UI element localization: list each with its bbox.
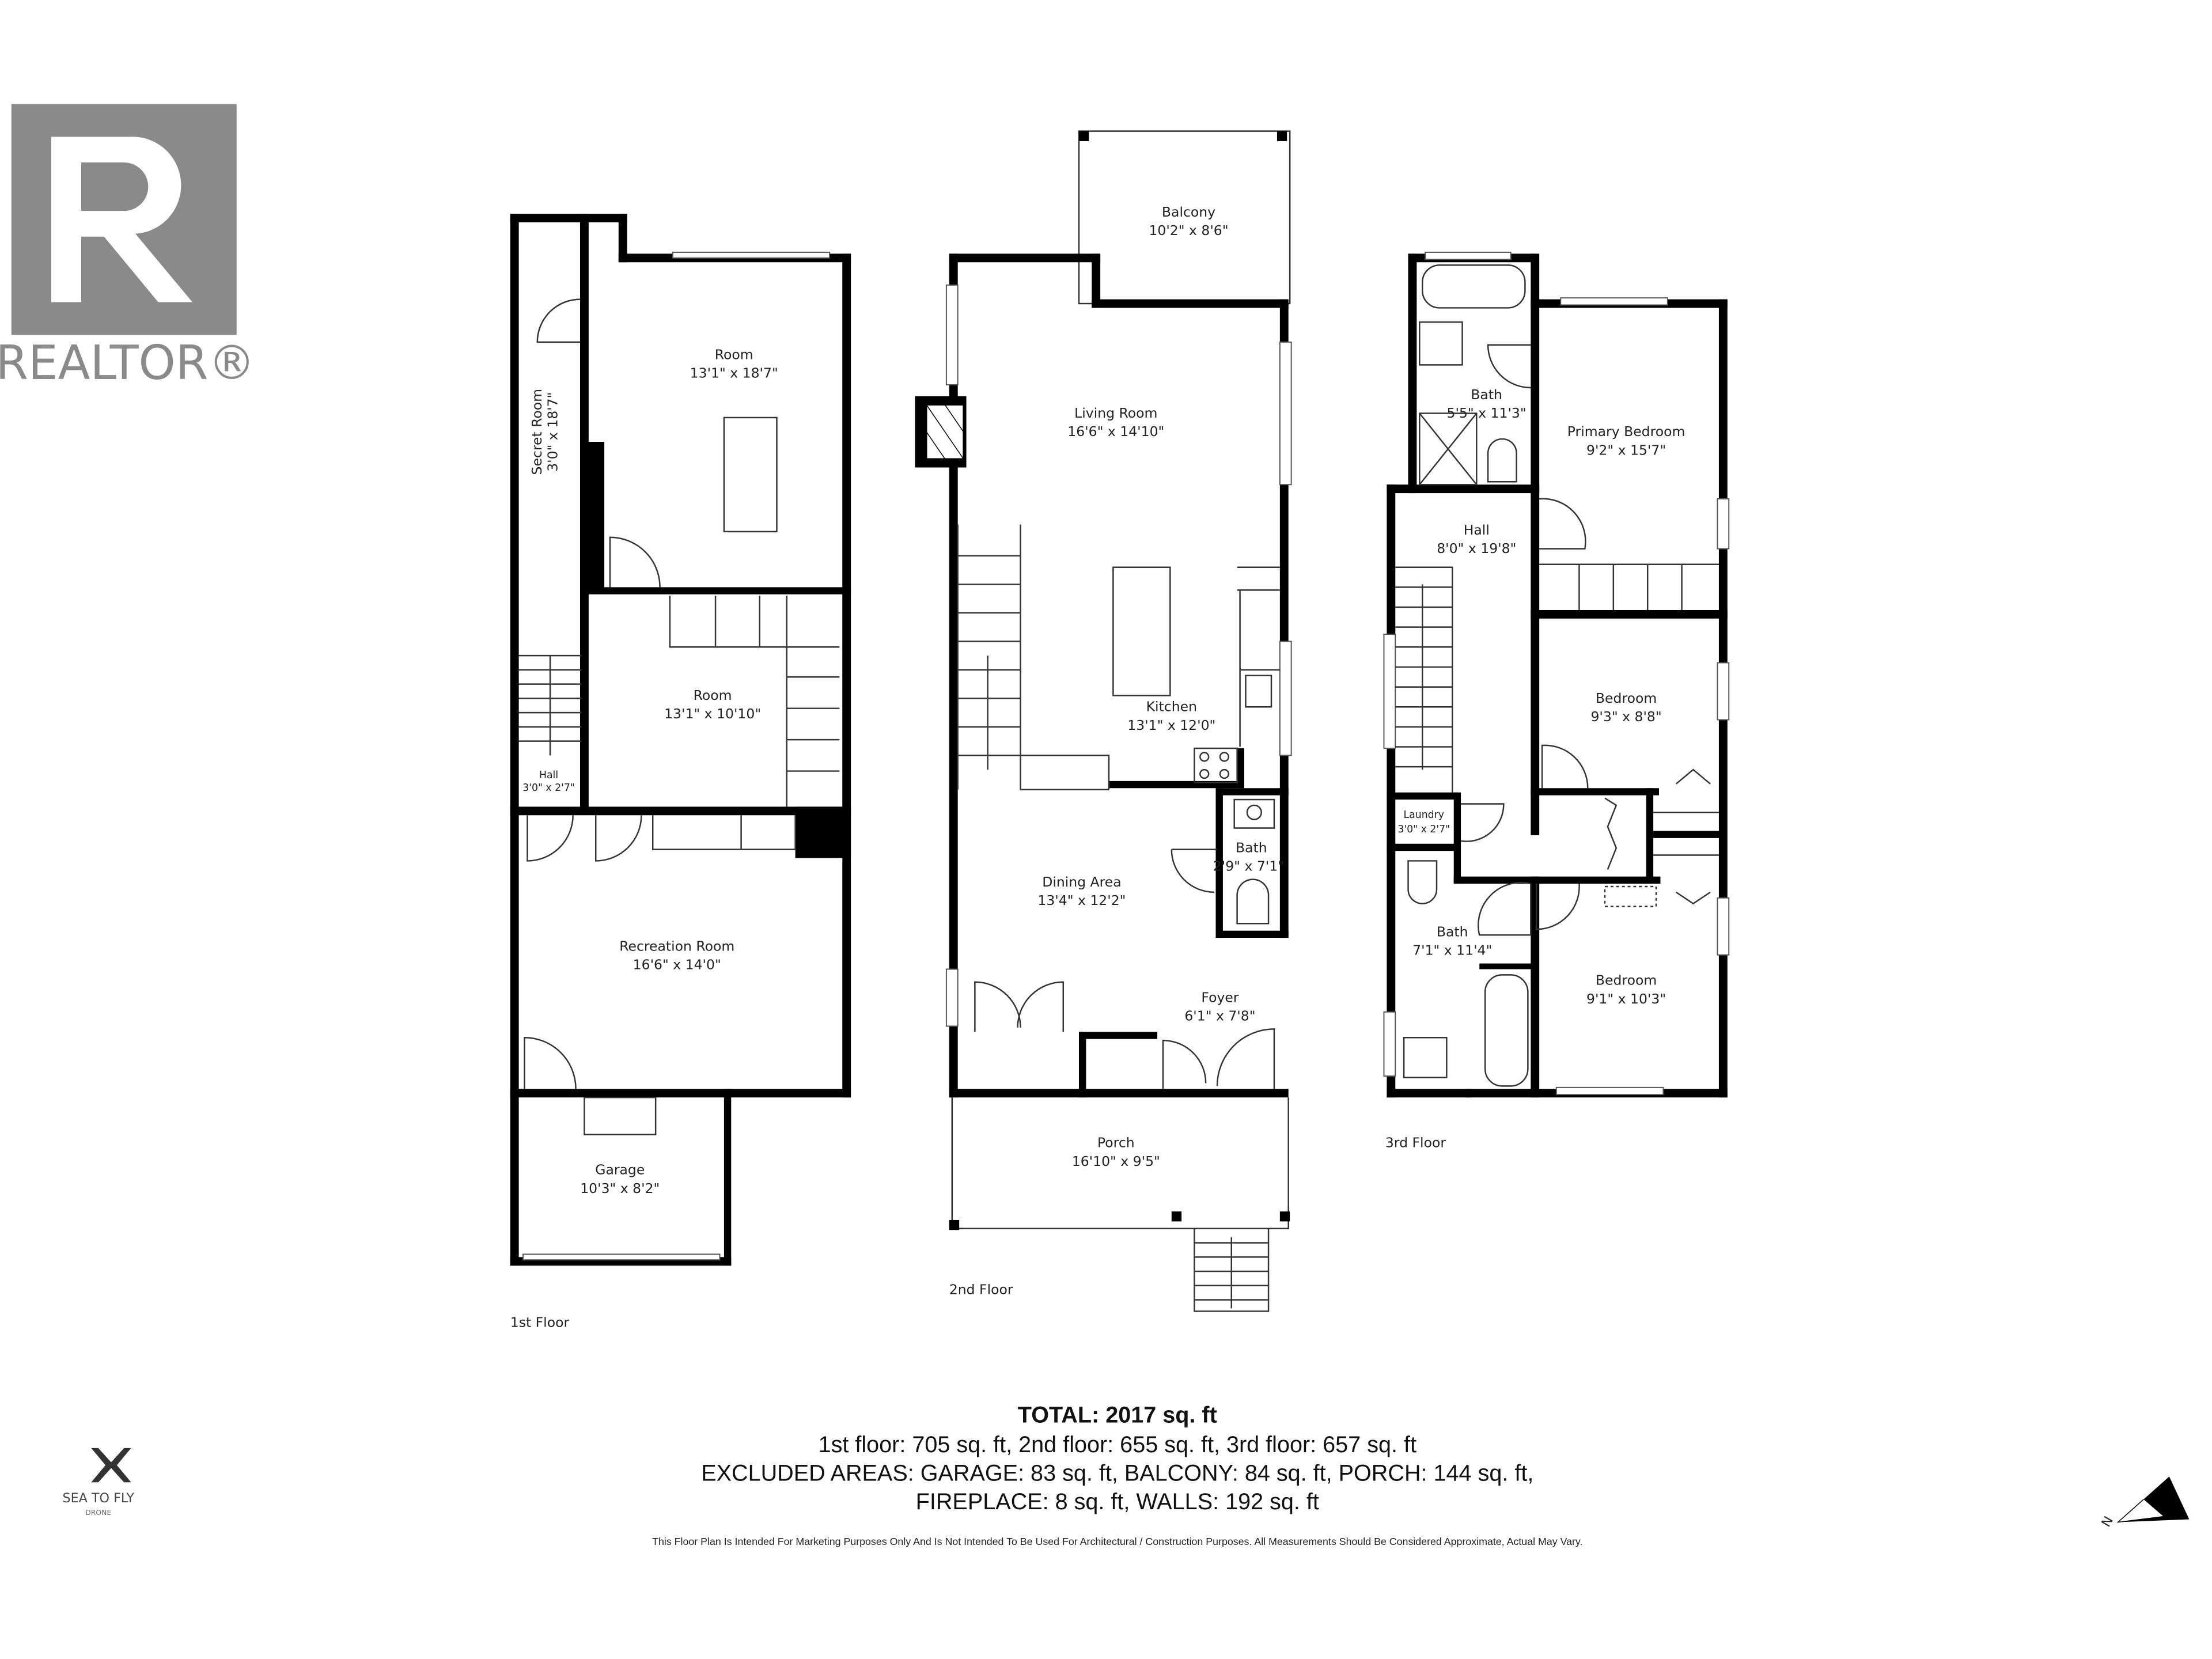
room-label-dining-area: Dining Area: [1042, 874, 1121, 890]
room-label-f1-room2: Room: [694, 687, 732, 703]
room-label-garage: Garage: [595, 1162, 645, 1178]
room-label-kitchen: Kitchen: [1146, 699, 1197, 715]
room-dims-f3-bath1: 5'5" x 11'3": [1447, 405, 1527, 421]
north-arrow-icon: N: [2099, 1476, 2190, 1529]
room-dims-living-room: 16'6" x 14'10": [1067, 423, 1164, 440]
room-label-laundry: Laundry: [1404, 809, 1445, 821]
room-dims-kitchen: 13'1" x 12'0": [1127, 717, 1215, 733]
room-dims-foyer: 6'1" x 7'8": [1184, 1008, 1255, 1024]
floor-3-label: 3rd Floor: [1385, 1135, 1446, 1151]
room-label-foyer: Foyer: [1201, 989, 1238, 1005]
room-label-f3-bath1: Bath: [1471, 387, 1502, 403]
room-dims-dining-area: 13'4" x 12'2": [1037, 892, 1126, 908]
room-dims-garage: 10'3" x 8'2": [580, 1180, 660, 1196]
room-label-f3-bath2: Bath: [1437, 924, 1468, 940]
room-label-f1-room1: Room: [715, 347, 753, 363]
room-label-living-room: Living Room: [1074, 405, 1157, 421]
room-dims-f1-hall: 3'0" x 2'7": [522, 782, 575, 794]
floor-2-plan: Balcony 10'2" x 8'6" Living Room 16'6" x…: [915, 130, 1292, 1312]
floor-areas: 1st floor: 705 sq. ft, 2nd floor: 655 sq…: [819, 1432, 1416, 1457]
sea-to-fly-text: SEA TO FLY: [62, 1491, 134, 1506]
sea-to-fly-subtext: DRONE: [85, 1509, 111, 1517]
room-dims-f3-bath2: 7'1" x 11'4": [1412, 942, 1492, 959]
room-label-bedroom2: Bedroom: [1596, 972, 1657, 988]
room-label-f3-hall: Hall: [1464, 522, 1490, 538]
room-dims-porch: 16'10" x 9'5": [1072, 1153, 1160, 1169]
room-dims-bedroom2: 9'1" x 10'3": [1586, 991, 1666, 1007]
realtor-logo: REALTOR®: [0, 104, 255, 391]
realtor-wordmark: REALTOR®: [0, 336, 255, 391]
total-area: TOTAL: 2017 sq. ft: [1018, 1402, 1217, 1427]
floor-1-label: 1st Floor: [510, 1315, 570, 1331]
room-dims-f3-hall: 8'0" x 19'8": [1437, 540, 1516, 556]
room-dims-f1-room2: 13'1" x 10'10": [664, 706, 761, 722]
room-dims-bedroom1: 9'3" x 8'8": [1590, 709, 1661, 725]
floor-1-plan: Room 13'1" x 18'7" Secret Room 3'0" x 18…: [510, 214, 851, 1331]
room-dims-recreation-room: 16'6" x 14'0": [633, 956, 721, 972]
sea-to-fly-logo: SEA TO FLY DRONE: [62, 1448, 134, 1517]
room-label-porch: Porch: [1097, 1135, 1135, 1151]
area-summary: TOTAL: 2017 sq. ft 1st floor: 705 sq. ft…: [652, 1402, 1582, 1547]
room-label-balcony: Balcony: [1162, 204, 1215, 220]
room-label-f2-bath: Bath: [1236, 840, 1267, 856]
room-dims-primary-bedroom: 9'2" x 15'7": [1586, 442, 1666, 458]
room-dims-balcony: 10'2" x 8'6": [1149, 222, 1228, 238]
room-label-primary-bedroom: Primary Bedroom: [1567, 423, 1685, 440]
excluded-areas-line1: EXCLUDED AREAS: GARAGE: 83 sq. ft, BALCO…: [701, 1461, 1533, 1486]
room-label-secret-room: Secret Room: [529, 389, 545, 475]
floor-3-plan: Bath 5'5" x 11'3" Primary Bedroom 9'2" x…: [1383, 251, 1730, 1151]
room-dims-laundry: 3'0" x 2'7": [1397, 824, 1450, 835]
room-dims-f2-bath: 2'9" x 7'1": [1213, 858, 1284, 874]
north-label: N: [2099, 1514, 2116, 1529]
disclaimer: This Floor Plan Is Intended For Marketin…: [652, 1536, 1582, 1547]
room-dims-secret-room: 3'0" x 18'7": [544, 392, 560, 472]
floor-2-label: 2nd Floor: [949, 1282, 1013, 1298]
room-label-f1-hall: Hall: [539, 770, 558, 781]
room-label-bedroom1: Bedroom: [1596, 690, 1657, 706]
excluded-areas-line2: FIREPLACE: 8 sq. ft, WALLS: 192 sq. ft: [916, 1489, 1319, 1514]
room-label-recreation-room: Recreation Room: [619, 938, 734, 954]
room-dims-f1-room1: 13'1" x 18'7": [690, 365, 778, 381]
